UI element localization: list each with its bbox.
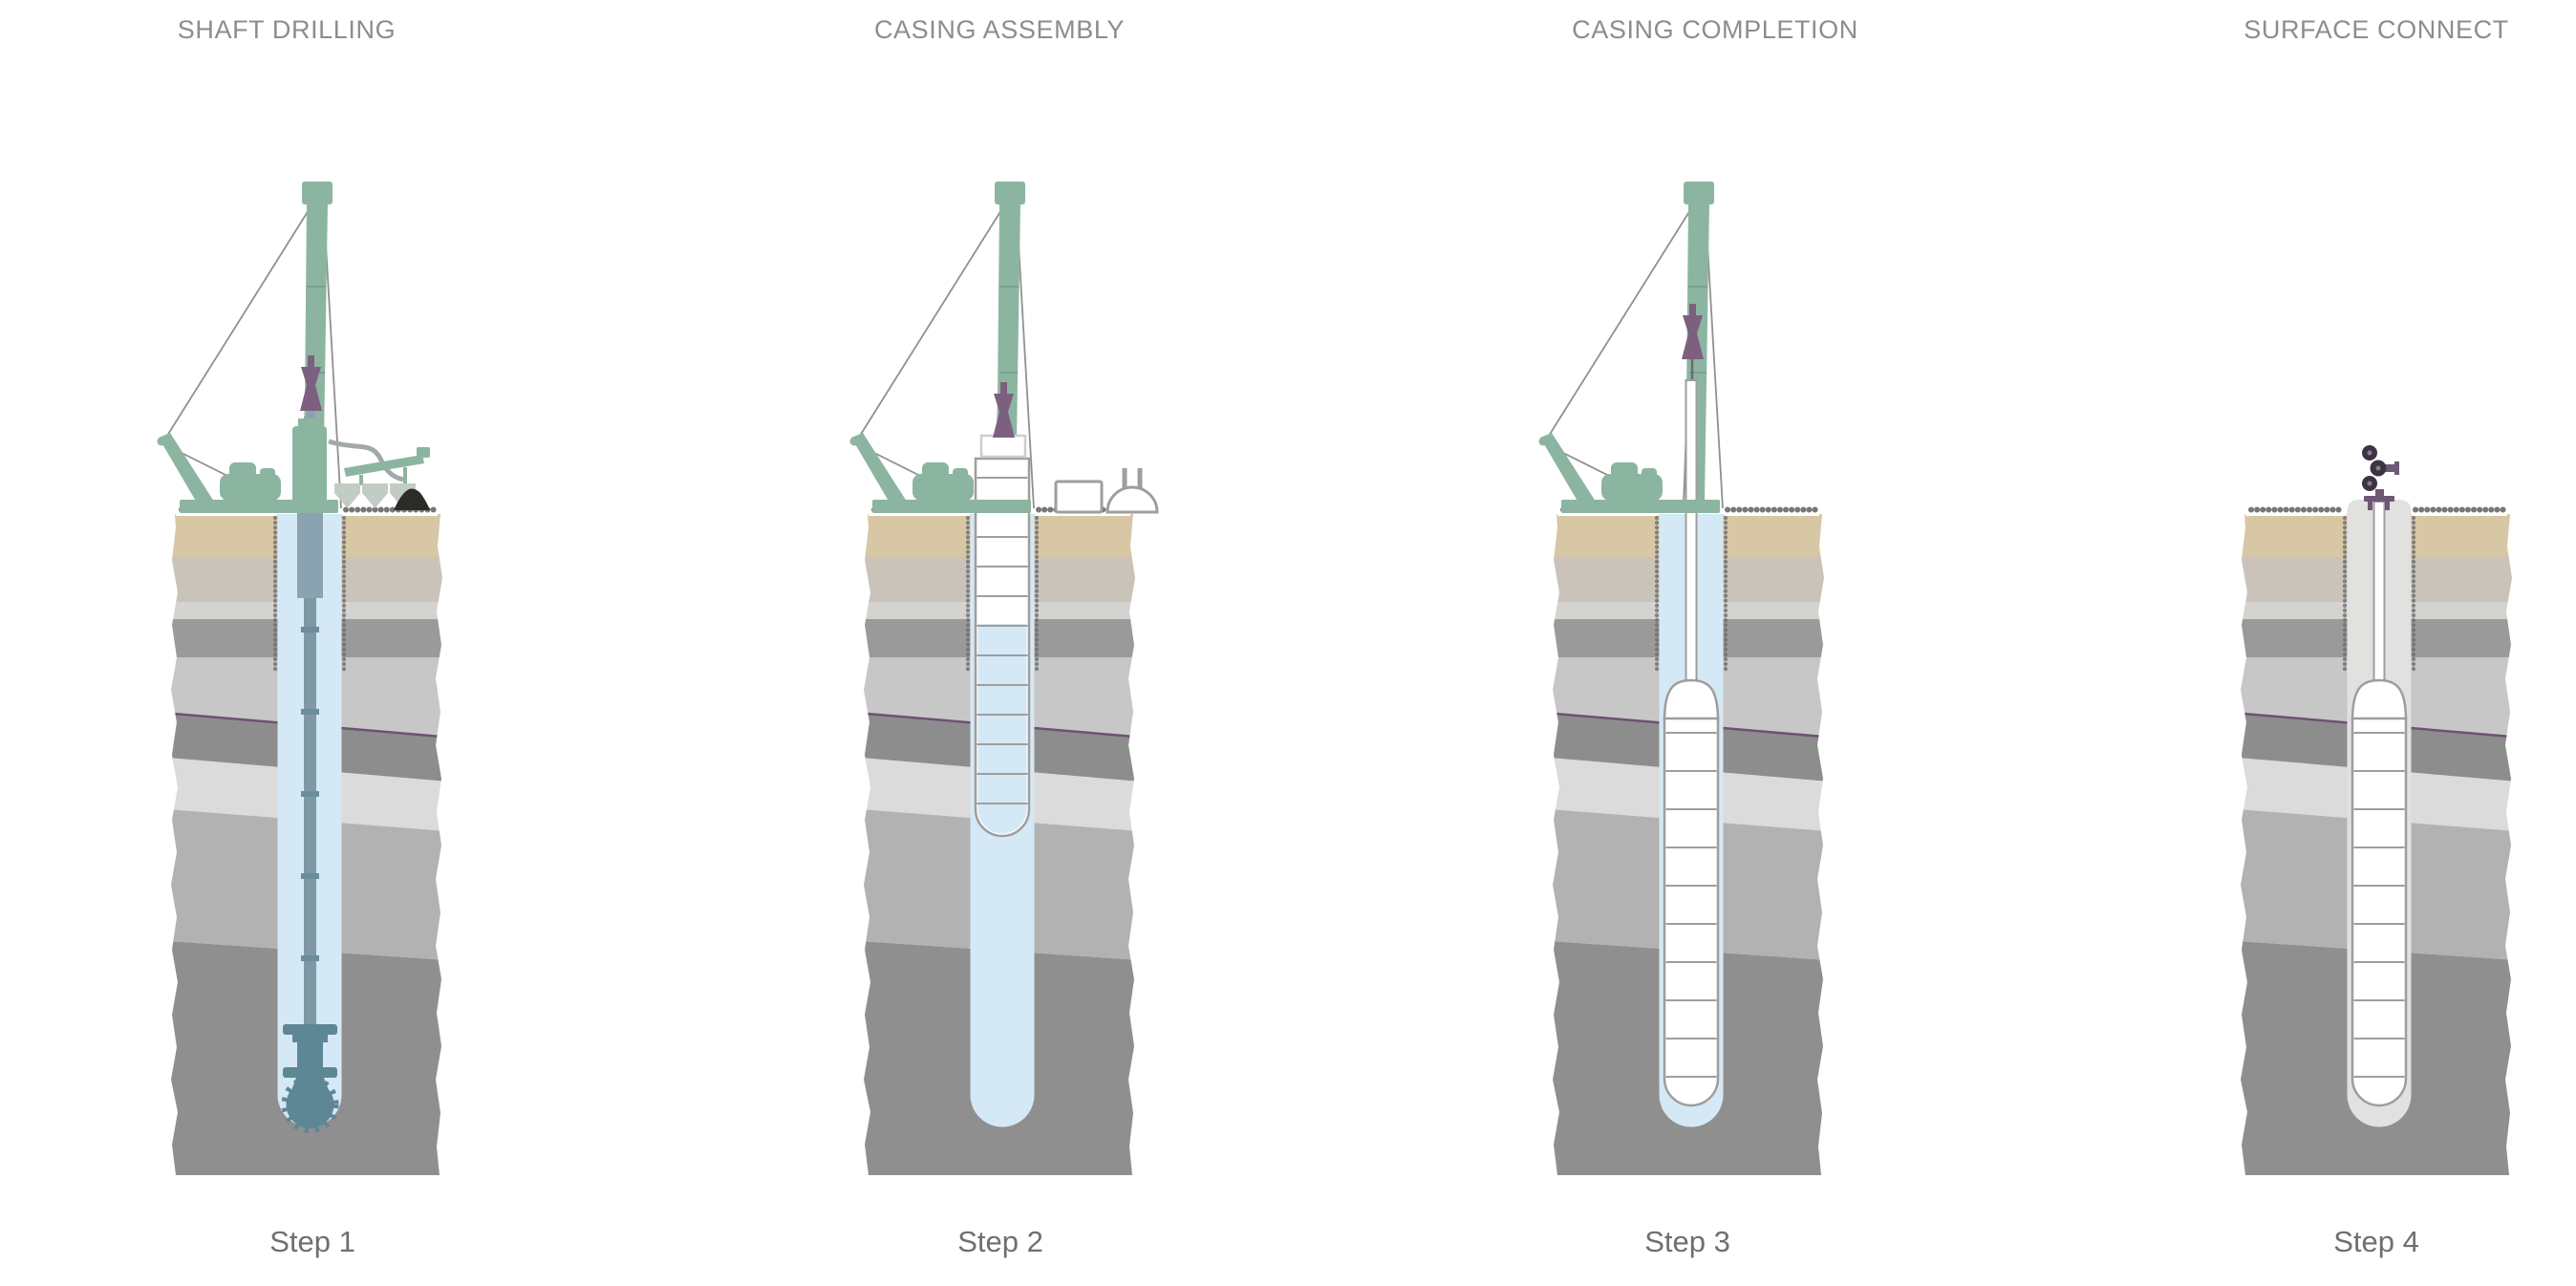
panel-title-casing-assembly: CASING ASSEMBLY: [873, 15, 1126, 44]
riser-pipe: [2372, 501, 2386, 685]
fluid-level-in-casing: [977, 624, 1027, 834]
rig-platform: [872, 500, 1031, 513]
mud-tanks: [1054, 468, 1159, 514]
step-label-4: Step 4: [2333, 1225, 2419, 1258]
drill-string: [297, 417, 323, 1034]
top-drive-head: [292, 411, 327, 503]
casing-string: [974, 457, 1031, 838]
rig-platform: [1561, 500, 1720, 513]
step-label-2: Step 2: [957, 1225, 1043, 1258]
panel-title-casing-completion: CASING COMPLETION: [1572, 15, 1858, 44]
wellhead-valves-icon: [2362, 445, 2399, 510]
step-label-1: Step 1: [269, 1225, 355, 1258]
illustration-casing-completion: [1537, 181, 1830, 1175]
panel-title-surface-connect: SURFACE CONNECT: [2243, 15, 2509, 44]
illustration-casing-assembly: [848, 181, 1159, 1175]
casing-elevator: [979, 434, 1027, 459]
cuttings-conveyor: [344, 447, 430, 485]
process-illustrations: [156, 181, 2576, 1286]
step-label-3: Step 3: [1644, 1225, 1730, 1258]
illustration-shaft-drilling: [156, 181, 448, 1175]
drill-bit: [281, 1024, 339, 1133]
spoil-pile: [394, 488, 430, 510]
illustration-surface-connect: [2238, 445, 2517, 1175]
panel-title-shaft-drilling: SHAFT DRILLING: [177, 15, 397, 44]
riser-pipe: [1685, 379, 1698, 685]
